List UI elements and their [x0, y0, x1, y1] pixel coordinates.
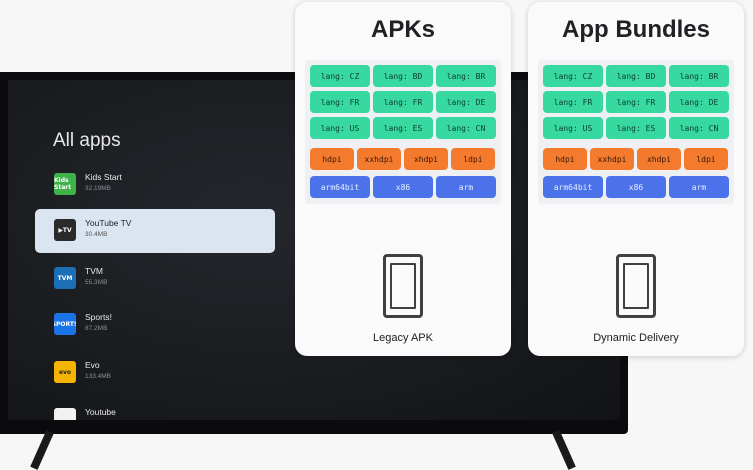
abi-chip: arm — [669, 176, 729, 198]
lang-chip: lang: FR — [310, 91, 370, 113]
lang-chip: lang: ES — [373, 117, 433, 139]
lang-chip: lang: US — [543, 117, 603, 139]
app-size: 87.2MB — [85, 325, 108, 332]
lang-chip: lang: DE — [669, 91, 729, 113]
dpi-chip: xhdpi — [637, 148, 681, 170]
card-caption: Legacy APK — [373, 332, 433, 344]
app-row[interactable]: evo Evo 133.4MB — [35, 351, 275, 395]
app-size: 32.19MB — [85, 185, 112, 192]
lang-chip: lang: FR — [543, 91, 603, 113]
lang-chip: lang: CN — [669, 117, 729, 139]
lang-chip: lang: CZ — [543, 65, 603, 87]
app-name: Kids Start — [85, 172, 122, 182]
lang-chip: lang: CN — [436, 117, 496, 139]
app-icon: evo — [54, 361, 76, 383]
dpi-chip: ldpi — [684, 148, 728, 170]
app-size: 133.4MB — [85, 373, 112, 380]
abi-chip: arm64bit — [310, 176, 370, 198]
lang-chip: lang: FR — [373, 91, 433, 113]
lang-chip: lang: DE — [436, 91, 496, 113]
app-icon: SPORTS — [54, 313, 76, 335]
card-caption: Dynamic Delivery — [593, 332, 679, 344]
dpi-chip: ldpi — [451, 148, 495, 170]
card-title: APKs — [370, 16, 436, 43]
phone-icon — [383, 254, 423, 318]
abi-chip: arm64bit — [543, 176, 603, 198]
app-row[interactable]: SPORTS Sports! 87.2MB — [35, 303, 275, 347]
app-name: YouTube TV — [85, 218, 132, 228]
dpi-chip: xxhdpi — [590, 148, 634, 170]
app-size: 30.4MB — [85, 231, 108, 238]
dpi-chip: xxhdpi — [357, 148, 401, 170]
lang-chip: lang: ES — [606, 117, 666, 139]
app-row[interactable]: Kids Start Kids Start 32.19MB — [35, 163, 275, 207]
app-name: Youtube — [85, 407, 116, 417]
lang-chip: lang: BR — [669, 65, 729, 87]
app-name: TVM — [85, 266, 103, 276]
abi-chip: x86 — [606, 176, 666, 198]
app-icon: ▶TV — [54, 219, 76, 241]
lang-chip: lang: CZ — [310, 65, 370, 87]
app-icon: TVM — [54, 267, 76, 289]
abi-chip: x86 — [373, 176, 433, 198]
phone-icon — [616, 254, 656, 318]
dpi-chip: hdpi — [543, 148, 587, 170]
card-title: App Bundles — [562, 16, 710, 43]
lang-chip: lang: BD — [373, 65, 433, 87]
app-name: Evo — [85, 360, 100, 370]
app-row[interactable]: Youtube — [35, 398, 275, 420]
app-row[interactable]: TVM TVM 55.3MB — [35, 257, 275, 301]
dpi-chip: hdpi — [310, 148, 354, 170]
dpi-chip: xhdpi — [404, 148, 448, 170]
app-icon: Kids Start — [54, 173, 76, 195]
app-size: 55.3MB — [85, 279, 108, 286]
lang-chip: lang: BR — [436, 65, 496, 87]
abi-chip: arm — [436, 176, 496, 198]
app-icon — [54, 408, 76, 420]
lang-chip: lang: BD — [606, 65, 666, 87]
lang-chip: lang: US — [310, 117, 370, 139]
app-name: Sports! — [85, 312, 112, 322]
all-apps-title: All apps — [53, 130, 121, 151]
app-row[interactable]: ▶TV YouTube TV 30.4MB — [35, 209, 275, 253]
lang-chip: lang: FR — [606, 91, 666, 113]
